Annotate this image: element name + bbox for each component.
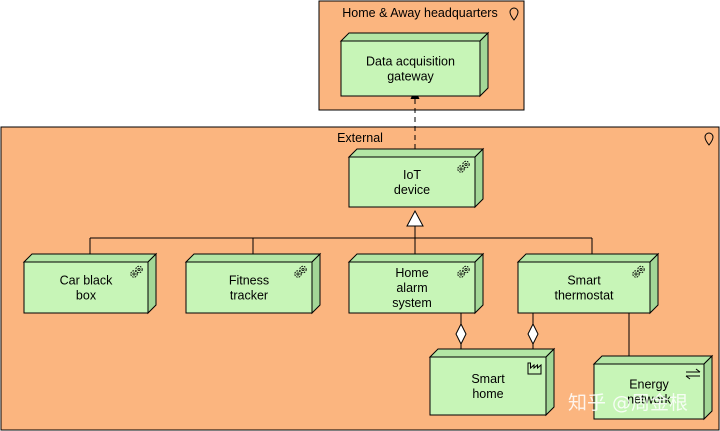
location-external-label: External	[337, 131, 383, 145]
node-side-face	[474, 252, 484, 315]
node-top-face	[516, 253, 660, 263]
node-label-line: box	[76, 289, 97, 303]
node-side-face	[147, 252, 157, 315]
location-pin-icon	[704, 132, 714, 146]
aggregation-diamond-thermostat	[527, 322, 539, 346]
factory-icon	[527, 362, 542, 375]
node-label-line: Home	[395, 266, 428, 280]
node-top-face	[347, 253, 485, 263]
node-top-face	[592, 355, 714, 365]
node-label-line: gateway	[387, 70, 434, 84]
node-label-line: system	[392, 296, 432, 310]
node-label-line: Fitness	[229, 274, 269, 288]
node-front-face	[185, 261, 313, 314]
node-side-face	[311, 252, 321, 315]
node-front-face	[340, 40, 481, 97]
node-side-face	[545, 347, 555, 417]
location-headquarters-label: Home & Away headquarters	[342, 6, 497, 20]
node-label-line: Smart	[567, 274, 601, 288]
node-front-face	[23, 261, 149, 314]
watermark-text: 知乎 @周金根	[568, 392, 688, 414]
node-label-line: network	[627, 393, 672, 407]
node-label-line: tracker	[230, 289, 268, 303]
node-label-line: Car black	[60, 274, 114, 288]
node-label-line: home	[472, 387, 503, 401]
node-side-face	[703, 354, 713, 421]
node-label-line: Data acquisition	[366, 55, 455, 69]
node-top-face	[22, 253, 158, 263]
node-side-face	[474, 147, 484, 209]
node-side-face	[479, 31, 489, 98]
location-pin-icon	[509, 7, 519, 21]
node-front-face	[348, 156, 476, 208]
node-label-line: device	[394, 183, 430, 197]
node-top-face	[339, 32, 490, 42]
node-top-face	[347, 148, 485, 158]
node-label-line: alarm	[396, 281, 427, 295]
node-label-line: Energy	[629, 378, 669, 392]
node-front-face	[517, 261, 651, 314]
node-top-face	[428, 348, 556, 358]
node-label-line: thermostat	[554, 289, 614, 303]
gears-icon	[294, 265, 307, 278]
node-front-face	[593, 363, 705, 420]
node-label-line: IoT	[403, 168, 421, 182]
node-front-face	[429, 356, 547, 416]
double-arrow-icon	[685, 368, 701, 380]
gears-icon	[632, 265, 645, 278]
node-side-face	[649, 252, 659, 315]
specialization-arrowhead	[406, 209, 424, 227]
gears-icon	[457, 265, 470, 278]
gears-icon	[457, 160, 470, 173]
aggregation-diamond-alarm	[455, 322, 467, 346]
gears-icon	[130, 265, 143, 278]
node-top-face	[184, 253, 322, 263]
node-front-face	[348, 261, 476, 314]
node-label-line: Smart	[471, 372, 505, 386]
